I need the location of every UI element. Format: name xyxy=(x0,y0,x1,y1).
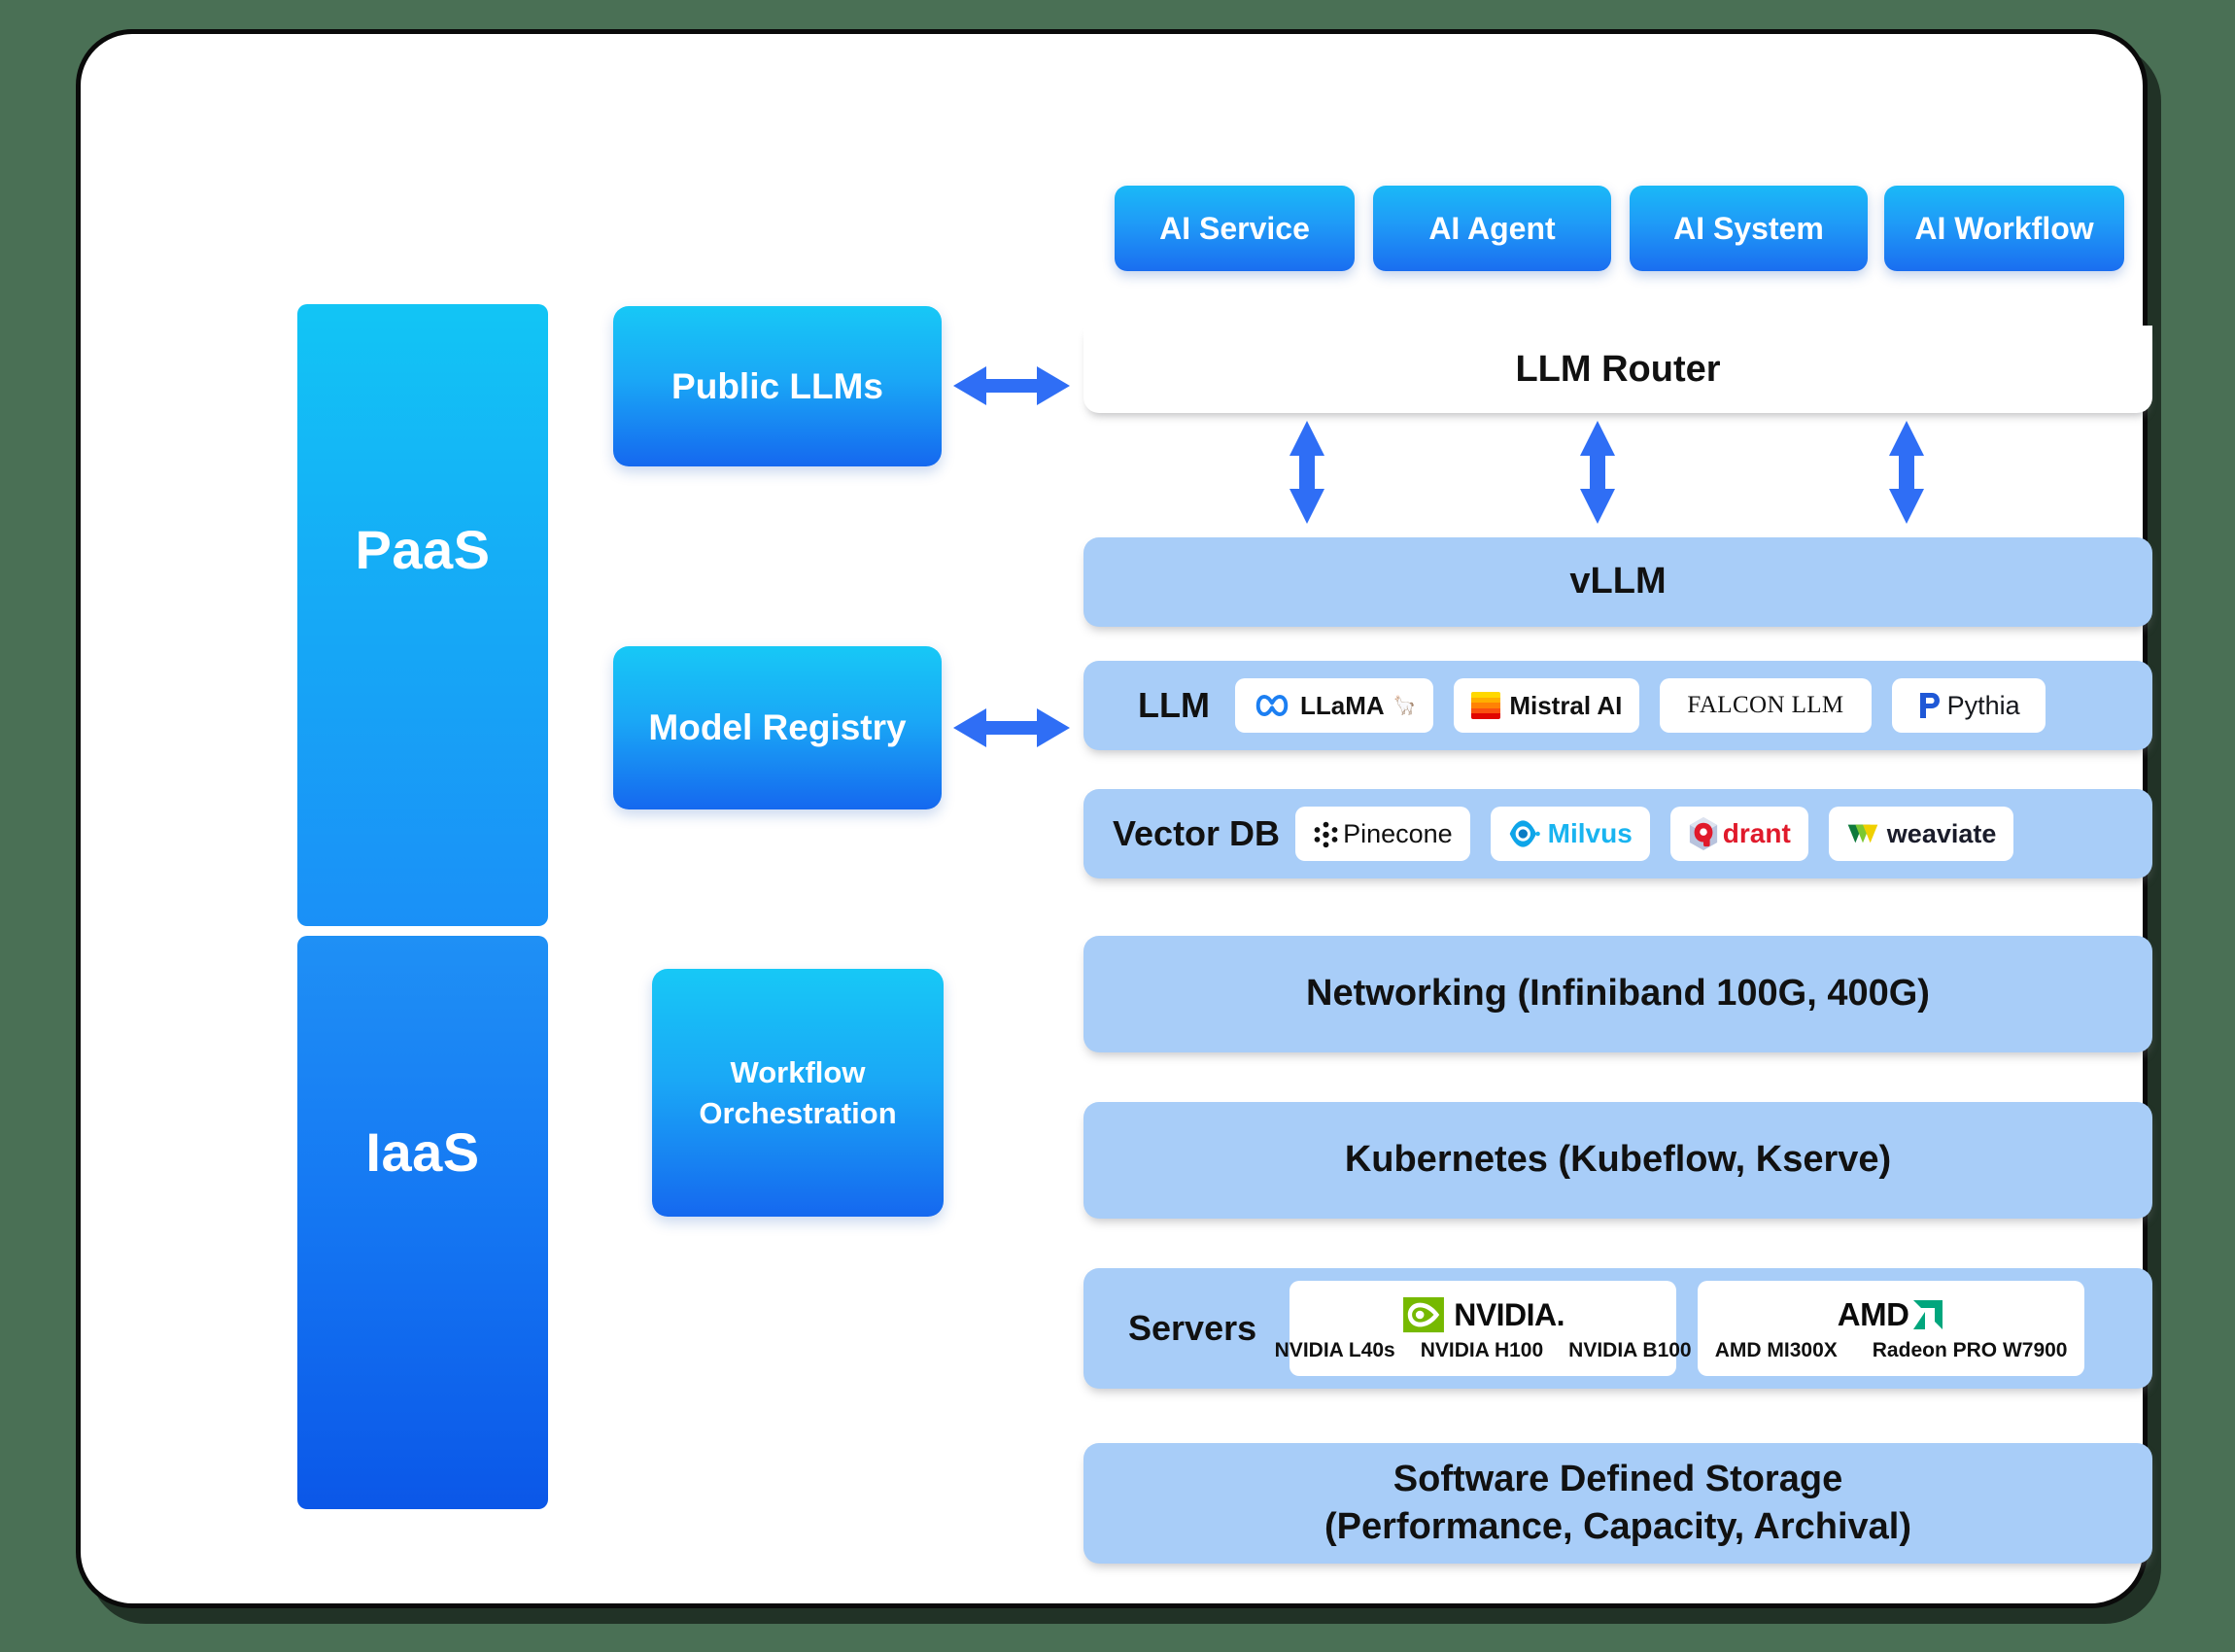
top-button-ai-system[interactable]: AI System xyxy=(1630,186,1868,271)
pinecone-hex-icon xyxy=(1314,821,1338,847)
chip-llama-label: LLaMA xyxy=(1299,690,1385,720)
nvidia-model-0: NVIDIA L40s xyxy=(1274,1339,1395,1361)
chip-mistral-label: Mistral AI xyxy=(1509,690,1623,720)
chip-pinecone[interactable]: Pinecone xyxy=(1295,807,1470,861)
box-public-llms[interactable]: Public LLMs xyxy=(613,306,942,466)
double-arrow-router-vllm-1-icon xyxy=(1289,421,1324,524)
service-panel-iaas: IaaS xyxy=(297,936,548,1509)
server-card-nvidia[interactable]: NVIDIA. NVIDIA L40s NVIDIA H100 NVIDIA B… xyxy=(1275,1281,1692,1376)
chip-milvus-label: Milvus xyxy=(1547,818,1633,848)
double-arrow-model-registry-icon xyxy=(953,708,1070,747)
chip-falcon[interactable]: FALCON LLM xyxy=(1660,678,1872,733)
chip-weaviate-label: weaviate xyxy=(1886,818,1997,848)
top-button-ai-workflow[interactable]: AI Workflow xyxy=(1884,186,2124,271)
mistral-bars-icon xyxy=(1471,692,1501,719)
vector-db-vendor-chips: Pinecone Milvus xyxy=(1295,807,2014,861)
chip-falcon-label: FALCON LLM xyxy=(1687,692,1844,718)
double-arrow-public-llms-icon xyxy=(953,366,1070,405)
diagram-canvas: PaaS IaaS AI Service AI Agent AI System … xyxy=(76,29,2152,1608)
row-vllm-label: vLLM xyxy=(1569,561,1667,602)
chip-pythia[interactable]: Pythia xyxy=(1891,678,2046,733)
chip-llama[interactable]: LLaMA 🦙 xyxy=(1234,678,1434,733)
qdrant-q-icon xyxy=(1689,817,1717,850)
top-button-ai-service[interactable]: AI Service xyxy=(1115,186,1355,271)
chip-mistral[interactable]: Mistral AI xyxy=(1454,678,1640,733)
row-networking-label: Networking (Infiniband 100G, 400G) xyxy=(1306,973,1930,1015)
nvidia-logo: NVIDIA. xyxy=(1401,1294,1565,1335)
nvidia-eye-icon xyxy=(1403,1296,1445,1333)
row-vector-db: Vector DB Pinecone xyxy=(1083,789,2152,878)
row-servers: Servers NVIDIA. NVIDIA L40s NVIDIA H100 xyxy=(1083,1268,2152,1389)
amd-model-0: AMD MI300X xyxy=(1714,1339,1838,1361)
llama-emoji-icon: 🦙 xyxy=(1393,695,1417,716)
row-storage-text: Software Defined Storage (Performance, C… xyxy=(1324,1456,1911,1552)
nvidia-model-1: NVIDIA H100 xyxy=(1420,1339,1544,1361)
meta-infinity-icon xyxy=(1255,694,1289,717)
row-llm-label: LLM xyxy=(1138,685,1210,725)
row-kubernetes: Kubernetes (Kubeflow, Kserve) xyxy=(1083,1102,2152,1219)
row-vector-db-label: Vector DB xyxy=(1113,813,1281,853)
nvidia-model-2: NVIDIA B100 xyxy=(1568,1339,1692,1361)
row-kubernetes-label: Kubernetes (Kubeflow, Kserve) xyxy=(1344,1139,1892,1181)
nvidia-model-list: NVIDIA L40s NVIDIA H100 NVIDIA B100 xyxy=(1275,1339,1692,1362)
llm-router-label: LLM Router xyxy=(1515,348,1721,390)
row-llm: LLM LLaMA 🦙 Mistral AI FALCON LLM xyxy=(1083,661,2152,750)
amd-arrow-icon xyxy=(1913,1300,1943,1329)
service-panel-iaas-label: IaaS xyxy=(365,1121,480,1183)
chip-pinecone-label: Pinecone xyxy=(1343,818,1453,848)
box-workflow-orchestration[interactable]: Workflow Orchestration xyxy=(652,969,944,1217)
chip-weaviate[interactable]: weaviate xyxy=(1828,807,2014,861)
server-vendor-cards: NVIDIA. NVIDIA L40s NVIDIA H100 NVIDIA B… xyxy=(1275,1281,2085,1376)
row-servers-label: Servers xyxy=(1128,1308,1257,1348)
nvidia-wordmark: NVIDIA. xyxy=(1454,1296,1565,1332)
server-card-amd[interactable]: AMD AMD MI300X Radeon PRO W7900 xyxy=(1698,1281,2085,1376)
service-panel-paas: PaaS xyxy=(297,304,548,926)
row-networking: Networking (Infiniband 100G, 400G) xyxy=(1083,936,2152,1052)
box-model-registry[interactable]: Model Registry xyxy=(613,646,942,809)
workflow-line-2: Orchestration xyxy=(699,1095,897,1130)
double-arrow-router-vllm-3-icon xyxy=(1889,421,1924,524)
llm-vendor-chips: LLaMA 🦙 Mistral AI FALCON LLM xyxy=(1234,678,2046,733)
llm-router-card[interactable]: LLM Router xyxy=(1083,326,2152,413)
row-vllm: vLLM xyxy=(1083,537,2152,627)
chip-qdrant-label: drant xyxy=(1722,818,1791,848)
milvus-eye-icon xyxy=(1509,820,1540,847)
service-panel-paas-label: PaaS xyxy=(355,519,491,580)
chip-qdrant[interactable]: drant xyxy=(1669,807,1808,861)
double-arrow-router-vllm-2-icon xyxy=(1580,421,1615,524)
row-storage: Software Defined Storage (Performance, C… xyxy=(1083,1443,2152,1564)
chip-pythia-label: Pythia xyxy=(1946,690,2020,720)
workflow-line-1: Workflow xyxy=(730,1054,866,1089)
amd-wordmark: AMD xyxy=(1837,1296,1909,1332)
row-storage-line-1: Software Defined Storage xyxy=(1393,1458,1843,1499)
amd-logo: AMD xyxy=(1838,1294,1945,1335)
weaviate-w-icon xyxy=(1847,824,1878,843)
row-storage-line-2: (Performance, Capacity, Archival) xyxy=(1324,1506,1911,1547)
amd-model-1: Radeon PRO W7900 xyxy=(1872,1339,2068,1361)
chip-milvus[interactable]: Milvus xyxy=(1490,807,1650,861)
amd-model-list: AMD MI300X Radeon PRO W7900 xyxy=(1715,1339,2068,1362)
pythia-p-icon xyxy=(1919,693,1940,718)
top-button-ai-agent[interactable]: AI Agent xyxy=(1373,186,1611,271)
